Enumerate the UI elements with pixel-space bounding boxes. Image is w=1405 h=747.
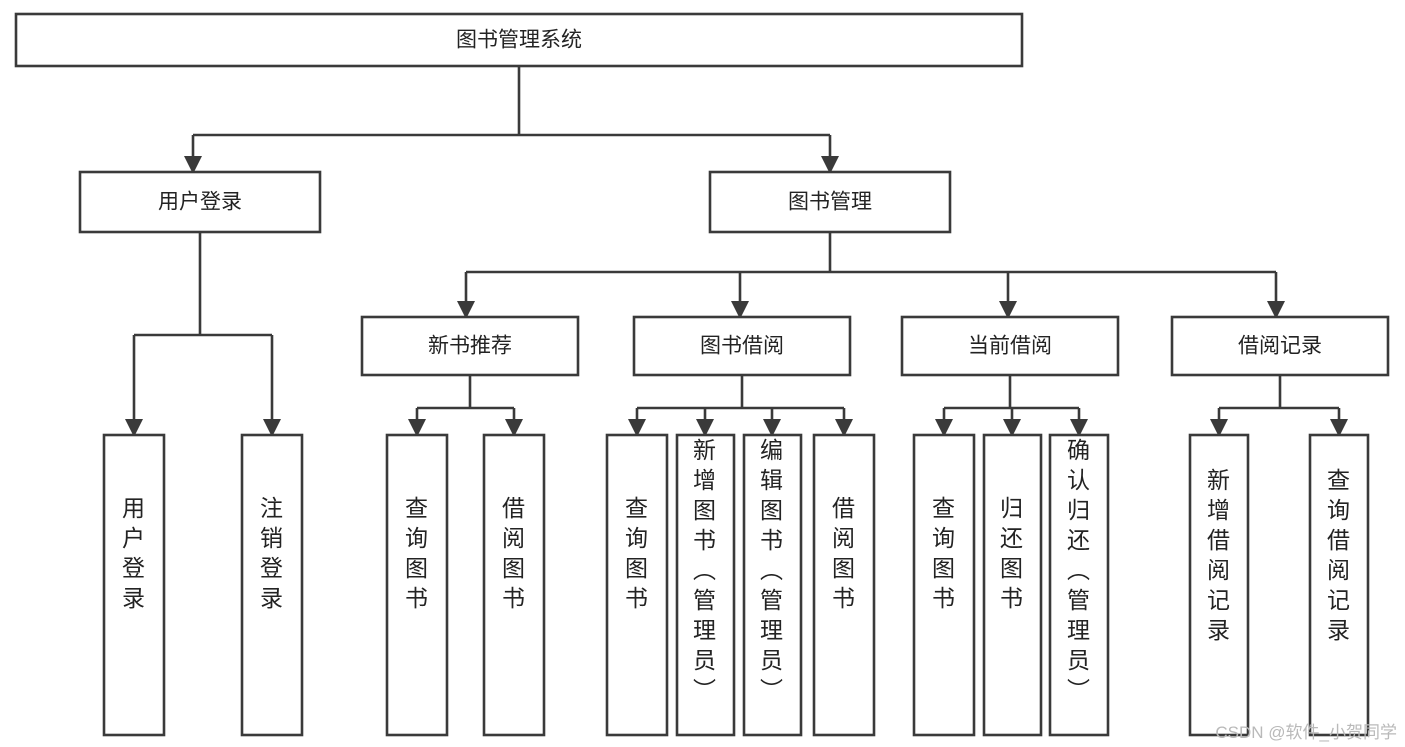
node-new-book-recommend[interactable]: 新书推荐	[360, 315, 580, 377]
leaf-node-query-borrow-record[interactable]: 查询借阅记录	[1308, 433, 1370, 737]
node-book-borrow-label: 图书借阅	[700, 335, 784, 358]
leaf-node-confirm-return-admin-box[interactable]	[1048, 433, 1110, 737]
node-new-book-recommend-box[interactable]	[360, 315, 580, 377]
leaf-node-query-book-borrow-label: 查询图书	[625, 495, 649, 611]
node-borrow-record[interactable]: 借阅记录	[1170, 315, 1390, 377]
node-root-system[interactable]: 图书管理系统	[14, 12, 1024, 68]
leaf-node-query-borrow-record-box[interactable]	[1308, 433, 1370, 737]
leaf-node-logout[interactable]: 注销登录	[240, 433, 304, 737]
connector-group-borrow	[628, 375, 853, 437]
leaf-node-query-book-current-label: 查询图书	[932, 495, 956, 611]
node-borrow-record-box[interactable]	[1170, 315, 1390, 377]
leaf-node-query-book-borrow-box[interactable]	[605, 433, 669, 737]
leaf-node-add-borrow-record-box[interactable]	[1188, 433, 1250, 737]
leaf-node-query-book-current-box[interactable]	[912, 433, 976, 737]
node-new-book-recommend-label: 新书推荐	[428, 335, 512, 358]
node-user-login-box[interactable]	[78, 170, 322, 234]
leaf-node-borrow-book[interactable]: 借阅图书	[812, 433, 876, 737]
leaf-node-add-book-admin[interactable]: 新增图书︵管理员︶	[675, 433, 736, 737]
node-current-borrow-box[interactable]	[900, 315, 1120, 377]
leaf-node-logout-box[interactable]	[240, 433, 304, 737]
leaf-node-add-borrow-record[interactable]: 新增借阅记录	[1188, 433, 1250, 737]
leaf-node-return-book-box[interactable]	[982, 433, 1043, 737]
leaf-node-add-book-admin-label: 新增图书︵管理员︶	[693, 437, 717, 703]
leaf-node-edit-book-admin-box[interactable]	[742, 433, 803, 737]
leaf-node-add-borrow-record-label: 新增借阅记录	[1207, 467, 1231, 643]
leaf-node-query-borrow-record-label: 查询借阅记录	[1327, 467, 1351, 643]
node-book-borrow-box[interactable]	[632, 315, 852, 377]
leaf-node-borrow-book-recommend-box[interactable]	[482, 433, 546, 737]
node-book-management-box[interactable]	[708, 170, 952, 234]
connector-group-root	[184, 66, 839, 174]
node-user-login[interactable]: 用户登录	[78, 170, 322, 234]
leaf-node-user-login-box[interactable]	[102, 433, 166, 737]
node-root-label: 图书管理系统	[456, 29, 582, 52]
leaf-node-return-book-label: 归还图书	[1000, 495, 1024, 611]
leaf-node-confirm-return-admin[interactable]: 确认归还︵管理员︶	[1048, 433, 1110, 737]
node-current-borrow-label: 当前借阅	[968, 335, 1052, 358]
connector-group-current	[935, 375, 1088, 437]
connector-group-book-mgmt	[457, 232, 1285, 319]
leaf-node-edit-book-admin-label: 编辑图书︵管理员︶	[760, 437, 784, 703]
node-book-management-label: 图书管理	[788, 191, 872, 214]
connector-group-record	[1210, 375, 1348, 437]
leaf-node-query-book-current[interactable]: 查询图书	[912, 433, 976, 737]
node-book-management[interactable]: 图书管理	[708, 170, 952, 234]
leaf-node-borrow-book-label: 借阅图书	[832, 495, 856, 611]
node-root-box[interactable]	[14, 12, 1024, 68]
node-book-borrow[interactable]: 图书借阅	[632, 315, 852, 377]
node-current-borrow[interactable]: 当前借阅	[900, 315, 1120, 377]
connector-group-user-login	[125, 232, 281, 437]
leaf-node-query-book-recommend-label: 查询图书	[405, 495, 429, 611]
node-user-login-label: 用户登录	[158, 191, 242, 214]
leaf-node-borrow-book-box[interactable]	[812, 433, 876, 737]
leaf-node-borrow-book-recommend[interactable]: 借阅图书	[482, 433, 546, 737]
leaf-node-user-login-label: 用户登录	[122, 495, 146, 611]
leaf-node-return-book[interactable]: 归还图书	[982, 433, 1043, 737]
leaf-node-query-book-borrow[interactable]: 查询图书	[605, 433, 669, 737]
leaf-node-logout-label: 注销登录	[260, 495, 284, 611]
connector-group-new-book	[408, 375, 523, 437]
leaf-node-query-book-recommend-box[interactable]	[385, 433, 449, 737]
leaf-node-borrow-book-recommend-label: 借阅图书	[502, 495, 526, 611]
node-borrow-record-label: 借阅记录	[1238, 335, 1322, 358]
leaf-node-edit-book-admin[interactable]: 编辑图书︵管理员︶	[742, 433, 803, 737]
leaf-node-confirm-return-admin-label: 确认归还︵管理员︶	[1067, 437, 1091, 703]
leaf-node-user-login[interactable]: 用户登录	[102, 433, 166, 737]
leaf-node-query-book-recommend[interactable]: 查询图书	[385, 433, 449, 737]
leaf-node-add-book-admin-box[interactable]	[675, 433, 736, 737]
